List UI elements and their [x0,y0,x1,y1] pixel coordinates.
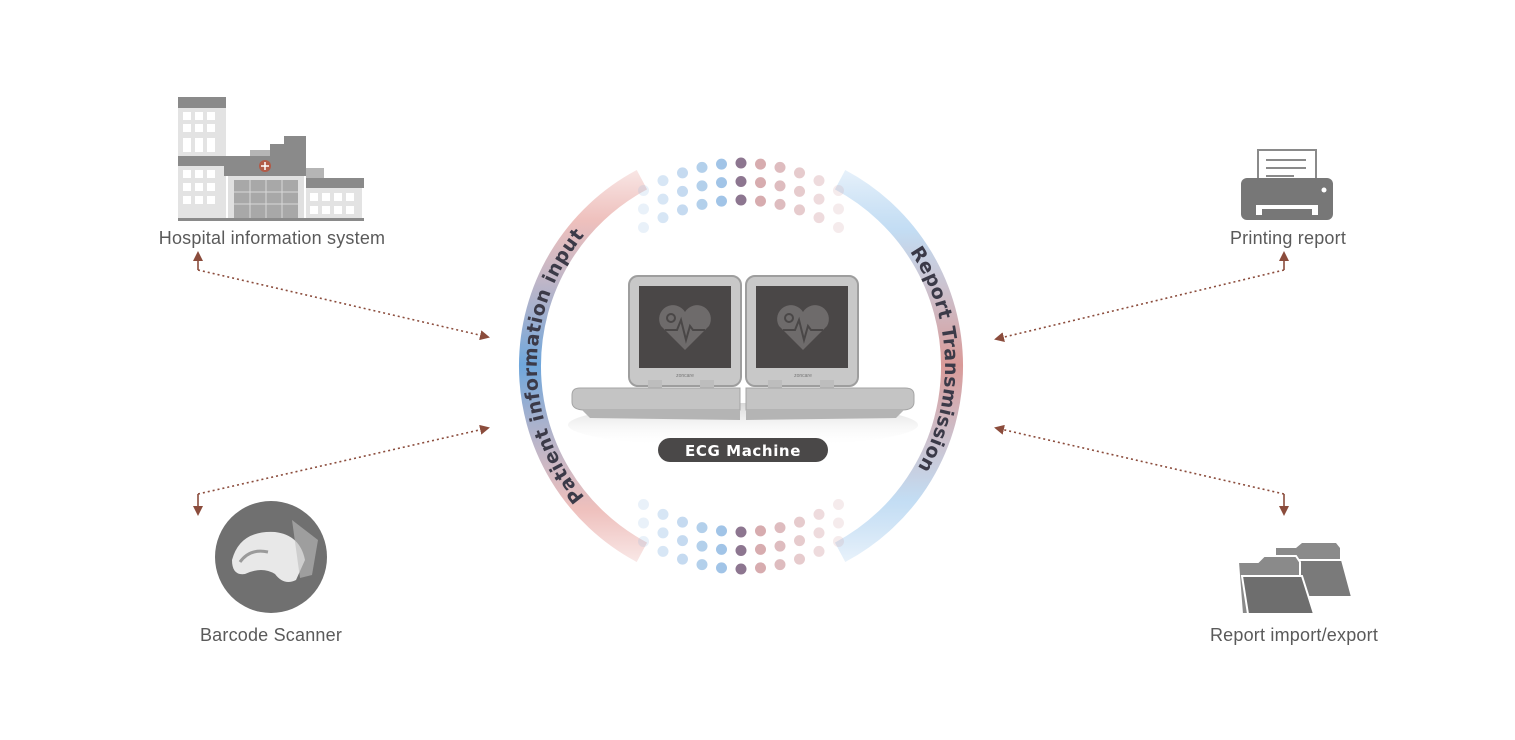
decorative-dot [638,185,649,196]
decorative-dot [735,563,747,575]
decorative-dot [638,536,649,547]
ring-right-arc [834,169,964,563]
decorative-dot [696,198,708,210]
decorative-dot [774,180,786,192]
scanner-connection-arrow [197,424,490,495]
decorative-dot [774,522,786,534]
decorative-dot [735,194,747,206]
decorative-dot [794,516,805,528]
ecg-machine-label: ECG Machine [685,442,801,460]
heart-ecg-icon [777,305,829,350]
hospital-icon [178,97,364,221]
decorative-dot [677,185,688,197]
decorative-dot [716,177,727,189]
decorative-dot [657,175,669,187]
decorative-dot [638,517,649,529]
decorative-dot [716,158,727,170]
decorative-dot [794,204,805,216]
ecg-machine-left: zoncare [571,275,742,420]
brand-logo: zoncare [794,373,812,379]
decorative-dot [696,180,708,192]
decorative-dot [677,167,688,179]
printing-report-label: Printing report [1229,228,1347,248]
printer-icon [1241,149,1333,220]
decorative-dot [833,536,844,547]
decorative-dot [716,562,727,574]
decorative-dot [696,522,708,534]
decorative-dot [813,193,825,205]
decorative-dot [794,553,805,565]
decorative-dot [833,517,844,529]
his-connection-arrow [197,269,490,341]
brand-logo: zoncare [676,373,694,379]
decorative-dot [833,499,844,510]
ecg-machine-illustration: zoncare zoncare ECG Machine [568,275,918,462]
decorative-dot [794,167,805,179]
heart-ecg-icon [659,305,711,350]
report-import-export-label: Report import/export [1209,625,1379,645]
decorative-dot [813,545,825,557]
decorative-dot [696,559,708,571]
decorative-dot [813,508,825,520]
decorative-dot [774,161,786,173]
hospital-information-system-label: Hospital information system [158,228,386,248]
decorative-dot [833,203,844,215]
decorative-dot [735,545,747,556]
decorative-dot [657,527,669,539]
decorative-dot [755,195,766,207]
connection-arrows [193,251,1289,516]
folder-connection-arrow [994,424,1285,495]
decorative-dot [833,222,844,233]
decorative-dot [755,543,766,555]
decorative-dot [755,525,766,537]
decorative-dot [677,535,688,547]
printer-connection-arrow [994,269,1285,342]
decorative-dot [774,559,786,571]
decorative-dot [794,535,805,547]
decorative-dot [813,527,825,539]
decorative-dot [755,562,766,574]
ecg-machine-pill [658,438,828,462]
decorative-dot [716,543,727,555]
patient-info-input-text: Patient information input [520,224,589,508]
decorative-dot [813,212,825,224]
folder-icon [1236,543,1354,615]
decorative-dot [774,198,786,210]
decorative-dots [638,157,844,575]
decorative-dot [696,540,708,552]
ecg-machine-right: zoncare [745,275,915,420]
decorative-dot [794,185,805,197]
decorative-dot [833,185,844,196]
ring-left-arc [518,169,648,563]
decorative-dot [735,157,747,169]
decorative-dot [657,193,669,205]
decorative-dot [657,545,669,557]
decorative-dot [657,212,669,224]
decorative-dot [755,158,766,170]
decorative-dot [735,176,747,187]
barcode-scanner-label: Barcode Scanner [199,625,343,645]
decorative-dot [638,499,649,510]
decorative-dot [755,177,766,189]
decorative-dot [716,525,727,537]
decorative-dot [716,195,727,207]
decorative-dot [677,553,688,565]
decorative-dot [813,175,825,187]
barcode-scanner-icon [215,501,327,613]
decorative-dot [638,203,649,215]
report-transmission-text: Report Transmission [906,242,962,476]
decorative-dot [638,222,649,233]
decorative-dot [677,516,688,528]
decorative-dot [677,204,688,216]
decorative-dot [774,540,786,552]
decorative-dot [735,526,747,538]
decorative-dot [696,161,708,173]
decorative-dot [657,508,669,520]
